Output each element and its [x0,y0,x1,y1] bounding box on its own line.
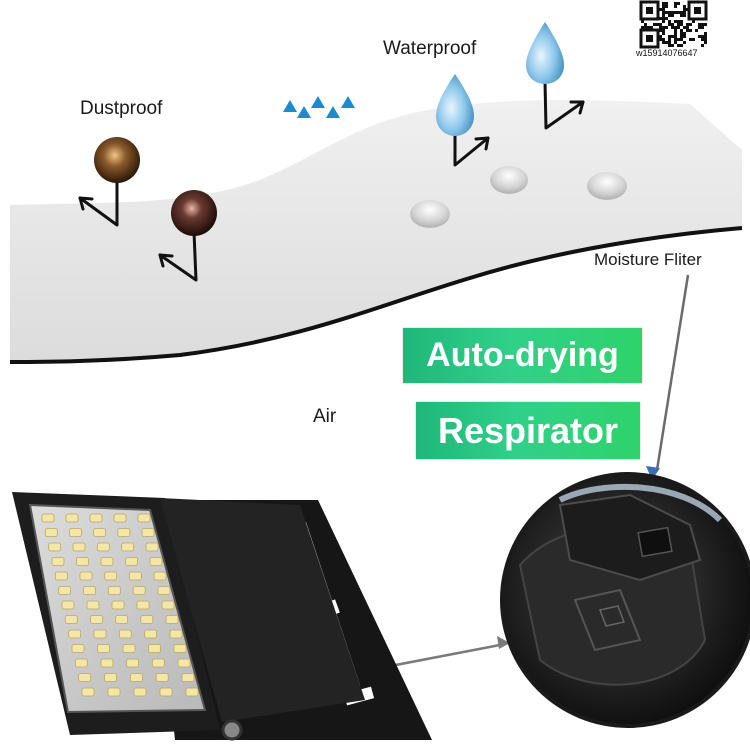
air-arrows [283,96,355,400]
respirator-closeup [500,472,750,728]
auto-drying-badge: Auto-drying [403,328,642,383]
waterproof-label: Waterproof [383,38,477,59]
qr-code-icon [639,0,708,49]
pointer-moisture [655,274,690,471]
moisture-filter-label: Moisture Fliter [594,250,702,269]
air-label: Air [313,406,337,427]
water-bead [587,172,627,200]
water-bead [490,166,528,194]
watermark-id: w15914076647 [636,48,698,58]
led-grid [41,513,199,697]
dust-particle [78,80,585,282]
membrane-edge [9,226,743,364]
dust-ball [94,137,140,183]
dustproof-label: Dustproof [80,98,163,119]
water-droplet [436,74,474,136]
pointer-lamp [379,643,501,670]
water-bead [410,200,450,228]
floodlight-photo [12,492,432,741]
respirator-badge: Respirator [416,402,640,459]
membrane [10,100,742,362]
dust-ball [171,190,217,236]
water-droplet [526,22,564,84]
